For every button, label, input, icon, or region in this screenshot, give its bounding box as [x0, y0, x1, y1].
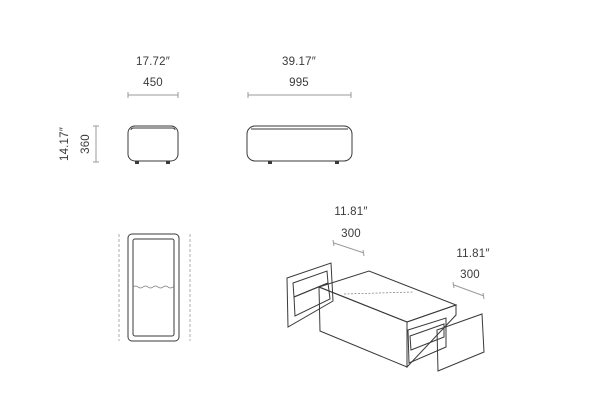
front-height-mm: 360: [80, 134, 92, 154]
right-drawer-tray: [407, 317, 447, 364]
front-width-inches: 17.72″: [136, 56, 170, 68]
left-drawer-tray: [293, 282, 331, 317]
front-right-foot: [166, 161, 170, 164]
left-drawer: [286, 262, 334, 328]
left-drawer-depth-inches: 11.81″: [334, 206, 367, 218]
right-drawer-dimension-line: [453, 284, 485, 297]
top-cushion: [132, 238, 175, 337]
right-drawer-inner: [409, 323, 445, 351]
side-length-mm: 995: [289, 77, 309, 89]
side-length-inches: 39.17″: [282, 56, 316, 68]
front-left-foot: [135, 161, 139, 164]
pouf-side-face: [406, 304, 457, 369]
right-drawer-depth-mm: 300: [460, 269, 480, 281]
side-left-foot: [268, 161, 272, 164]
top-pouf-outline: [127, 233, 180, 342]
right-drawer-front-panel: [436, 313, 485, 372]
left-drawer-inner: [292, 270, 329, 298]
pouf-body: [317, 270, 458, 369]
left-drawer-depth-mm: 300: [341, 228, 361, 240]
side-pouf-body: [246, 125, 353, 162]
top-stitch-seam: [132, 285, 175, 289]
right-drawer: [407, 313, 485, 372]
front-pouf-body: [127, 125, 179, 162]
pouf-front-face: [318, 286, 408, 368]
side-view: 39.17″ 995: [246, 56, 353, 164]
front-view: 17.72″ 450 14.17″ 360: [59, 56, 179, 164]
isometric-view: 11.81″ 300 11.81″ 300: [286, 206, 489, 372]
side-right-foot: [335, 161, 339, 164]
pouf-top-seam: [343, 291, 415, 295]
front-width-mm: 450: [143, 77, 163, 89]
left-drawer-front-panel: [286, 262, 334, 328]
right-drawer-depth-inches: 11.81″: [456, 248, 489, 260]
top-view: [118, 233, 191, 342]
left-drawer-dimension-line: [333, 242, 365, 254]
front-height-inches: 14.17″: [59, 127, 71, 161]
